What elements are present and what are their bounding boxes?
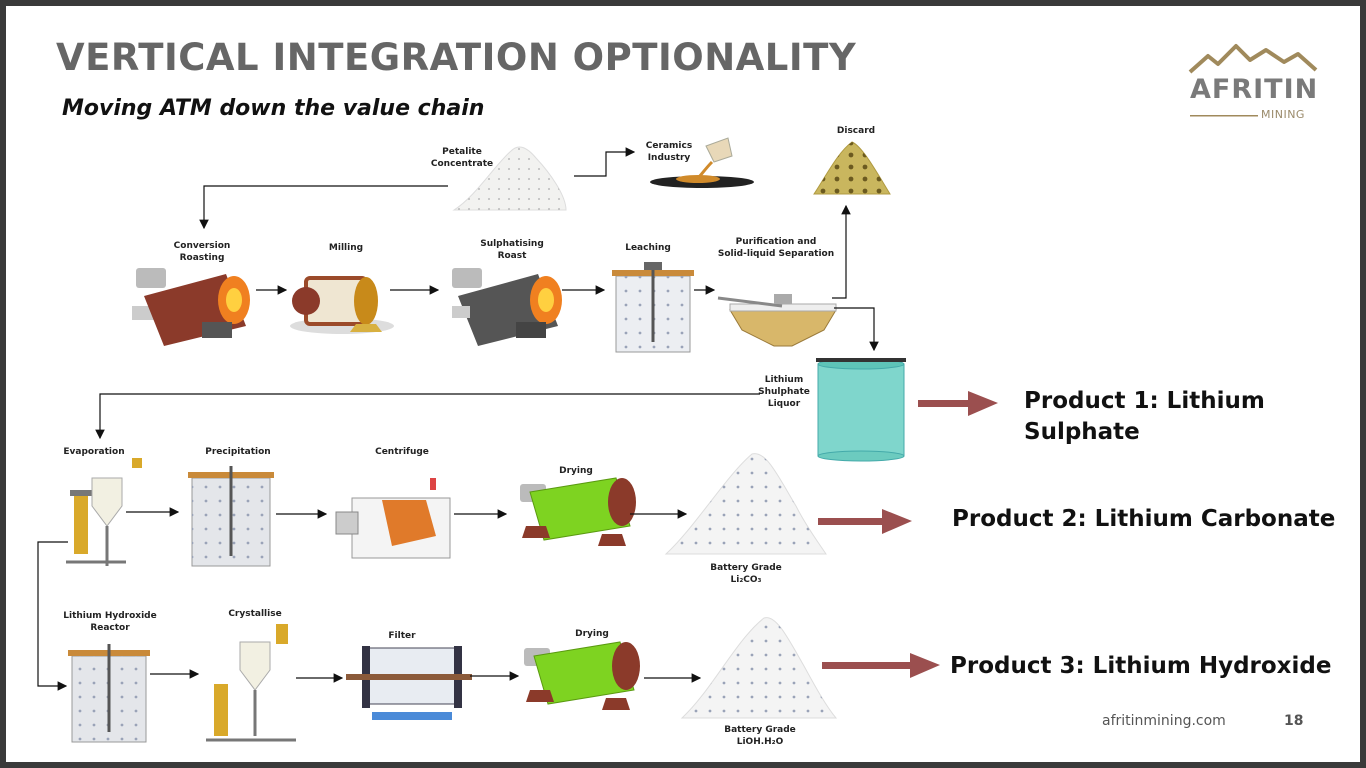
flow-line-petalite-conversion bbox=[199, 185, 448, 230]
flow-line-liquor-evaporation bbox=[95, 393, 760, 440]
rotary-dryer-2-icon bbox=[524, 641, 640, 710]
page-subtitle: Moving ATM down the value chain bbox=[62, 96, 485, 121]
precipitation-tank-icon bbox=[188, 466, 274, 567]
label-discard: Discard bbox=[836, 126, 876, 136]
process-flow-diagram bbox=[37, 137, 998, 743]
thickener-icon bbox=[717, 294, 837, 347]
slide: VERTICAL INTEGRATION OPTIONALITY Moving … bbox=[6, 6, 1360, 762]
logo-text: AFRITIN bbox=[1190, 74, 1319, 105]
logo-rule bbox=[1190, 115, 1258, 117]
product-1-arrow-icon bbox=[918, 391, 998, 416]
discard-pile-icon bbox=[813, 141, 891, 195]
conversion-kiln-icon bbox=[132, 268, 250, 346]
page-title: VERTICAL INTEGRATION OPTIONALITY bbox=[56, 36, 857, 79]
leaching-tank-icon bbox=[612, 262, 694, 353]
lioh-pile-icon bbox=[680, 617, 838, 719]
crystalliser-icon bbox=[206, 624, 296, 742]
footer-url: afritinmining.com bbox=[1102, 713, 1226, 729]
rotary-dryer-1-icon bbox=[520, 477, 636, 546]
ceramics-pour-icon bbox=[650, 137, 754, 188]
product-2-label: Product 2: Lithium Carbonate bbox=[952, 506, 1336, 532]
flow-line-discard bbox=[832, 204, 851, 299]
product-3-arrow-icon bbox=[822, 653, 940, 678]
label-milling: Milling bbox=[328, 243, 364, 253]
label-centrifuge: Centrifuge bbox=[375, 447, 429, 457]
label-drying-1: Drying bbox=[559, 466, 593, 476]
label-evaporation: Evaporation bbox=[63, 447, 125, 457]
product-2-arrow-icon bbox=[818, 509, 912, 534]
label-precipitation: Precipitation bbox=[205, 447, 271, 457]
liquor-tank-icon bbox=[816, 358, 906, 462]
flow-line-petalite-ceramics bbox=[574, 147, 636, 177]
petalite-pile-icon bbox=[452, 146, 567, 211]
product-3-label: Product 3: Lithium Hydroxide bbox=[950, 653, 1332, 679]
filter-press-icon bbox=[346, 646, 472, 720]
product-arrows bbox=[818, 391, 998, 678]
page-number: 18 bbox=[1284, 713, 1304, 729]
centrifuge-icon bbox=[335, 478, 451, 559]
flow-line-evap-reactor bbox=[37, 541, 68, 691]
ball-mill-icon bbox=[290, 276, 394, 334]
logo-subtext: MINING bbox=[1261, 108, 1305, 121]
label-drying-2: Drying bbox=[575, 629, 609, 639]
flow-line-liquor bbox=[834, 307, 879, 352]
hydroxide-reactor-icon bbox=[68, 644, 150, 743]
sulphatising-kiln-icon bbox=[452, 268, 562, 346]
evaporator-icon bbox=[66, 458, 142, 566]
label-filter: Filter bbox=[388, 631, 416, 641]
label-crystallise: Crystallise bbox=[228, 609, 282, 619]
label-leaching: Leaching bbox=[625, 243, 671, 253]
logo-mountain-icon bbox=[1188, 44, 1318, 74]
li2co3-pile-icon bbox=[664, 453, 827, 555]
